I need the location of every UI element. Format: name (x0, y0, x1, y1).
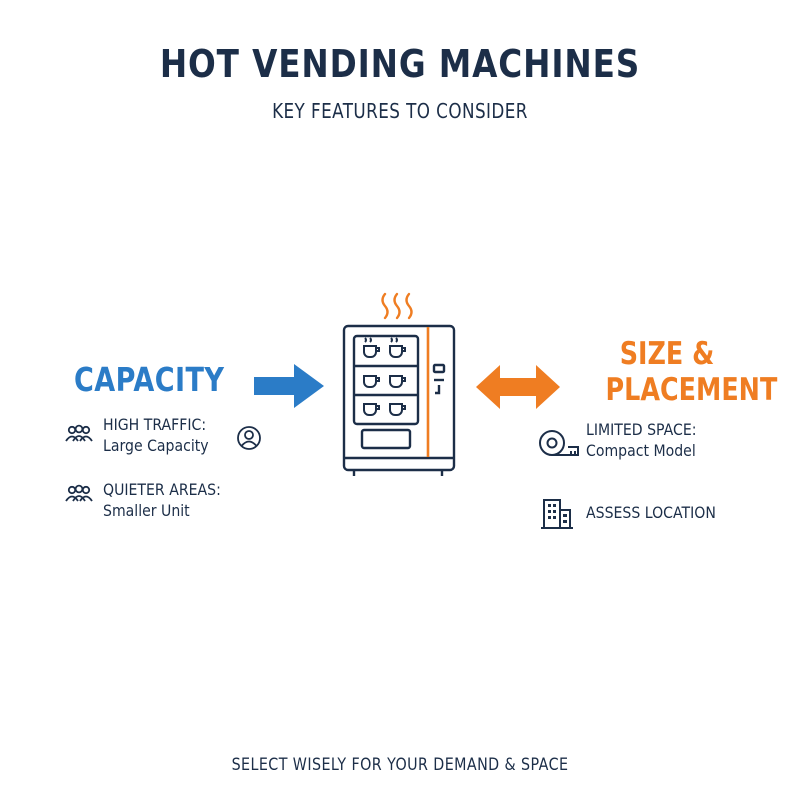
building-icon (541, 499, 573, 529)
feature-detail: Smaller Unit (103, 501, 190, 520)
tape-measure-icon (539, 430, 579, 456)
user-circle-icon (237, 426, 261, 450)
footer-text: SELECT WISELY FOR YOUR DEMAND & SPACE (231, 755, 569, 775)
people-group-icon (65, 424, 93, 442)
double-arrow-icon (476, 365, 560, 409)
feature-label: HIGH TRAFFIC: (103, 415, 207, 434)
size-item-limited-space: LIMITED SPACE: Compact Model (586, 419, 696, 461)
capacity-heading: CAPACITY (74, 360, 225, 399)
feature-label: QUIETER AREAS: (103, 480, 221, 499)
heading-line-2: PLACEMENT (605, 372, 778, 408)
size-placement-heading: SIZE & PLACEMENT (605, 336, 778, 408)
feature-detail: Large Capacity (103, 436, 209, 455)
capacity-item-high-traffic: HIGH TRAFFIC: Large Capacity (103, 414, 209, 456)
feature-label: LIMITED SPACE: (586, 420, 697, 439)
feature-label: ASSESS LOCATION (586, 503, 716, 522)
feature-detail: Compact Model (586, 441, 696, 460)
arrow-right-icon (254, 364, 324, 408)
people-group-icon (65, 484, 93, 502)
vending-machine-icon (342, 292, 456, 476)
size-item-assess-location: ASSESS LOCATION (586, 502, 716, 523)
page-title: HOT VENDING MACHINES (159, 42, 641, 86)
page-subtitle: KEY FEATURES TO CONSIDER (272, 99, 528, 123)
heading-line-1: SIZE & (619, 336, 715, 372)
capacity-item-quieter-areas: QUIETER AREAS: Smaller Unit (103, 479, 221, 521)
steam-icon (381, 292, 413, 320)
